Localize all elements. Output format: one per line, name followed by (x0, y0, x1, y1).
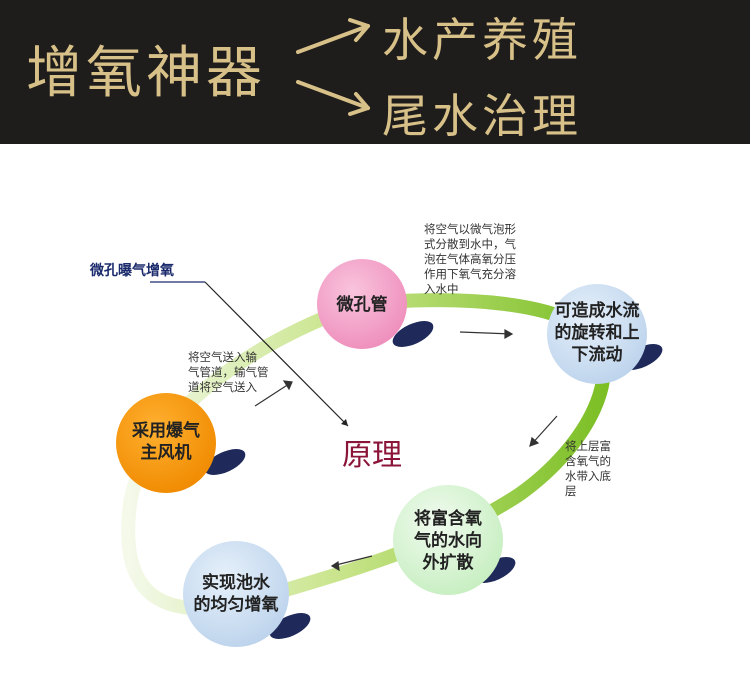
principle-diagram: 微孔曝气增氧 原理 采用爆气主风机 微孔管 可造成水流的旋转和上下流动 将富含氧… (0, 144, 750, 678)
uniform-shadow (269, 613, 311, 639)
arrow-down (296, 80, 370, 110)
spread-node (393, 485, 503, 595)
note-layer: 将上层富含氧气的水带入底层 (565, 439, 611, 498)
note-air-in: 将空气送入输气管道，输气管道将空气送入 (188, 350, 269, 394)
callout-pointer-2 (204, 281, 349, 427)
rotate-label: 可造成水流的旋转和上下流动 (554, 301, 640, 365)
rotate-node (547, 284, 647, 384)
arrow-bubble (459, 331, 513, 335)
header-banner: 增氧神器 水产养殖 尾水治理 (0, 0, 750, 144)
banner-title: 增氧神器 (26, 41, 266, 106)
blower-node (116, 393, 216, 493)
blower-shadow (204, 449, 246, 475)
uniform-node (183, 541, 289, 647)
spread-label: 将富含氧气的水向外扩散 (414, 509, 482, 573)
branch-aquaculture: 水产养殖 (382, 13, 582, 67)
diagram-graphics (116, 259, 663, 647)
branch-arrows (296, 18, 370, 116)
note-bubble: 将空气以微气泡形式分散到水中，气泡在气体高氧分压作用下氧气充分溶入水中 (424, 222, 516, 296)
tube-node (317, 259, 407, 349)
uniform-label: 实现池水的均匀增氧 (193, 573, 279, 615)
callout-label: 微孔曝气增氧 (90, 263, 174, 279)
branch-wastewater: 尾水治理 (382, 89, 582, 143)
arrow-up (296, 24, 370, 54)
tube-label: 微孔管 (336, 295, 388, 315)
blower-label: 采用爆气主风机 (132, 421, 200, 463)
arrow-air-in (254, 381, 293, 407)
tube-shadow (392, 321, 434, 347)
center-label: 原理 (342, 438, 402, 473)
